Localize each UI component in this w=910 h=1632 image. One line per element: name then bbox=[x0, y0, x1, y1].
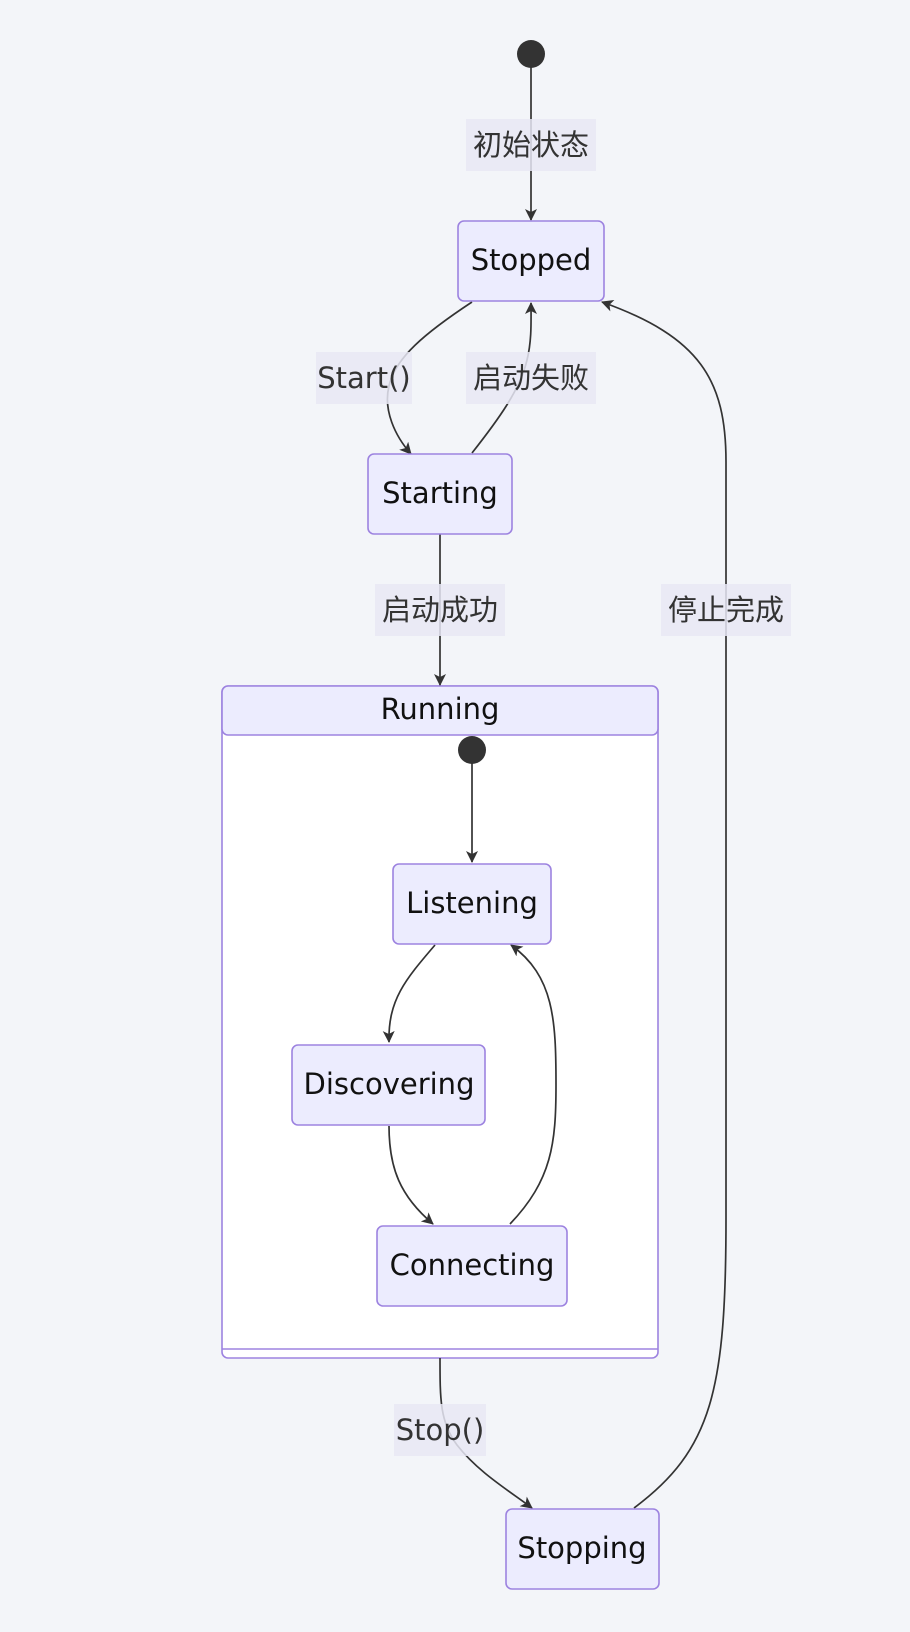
state-connecting-box bbox=[376, 1225, 568, 1307]
initial-state-dot bbox=[517, 40, 545, 68]
edge-stopping-to-stopped bbox=[601, 300, 727, 1509]
state-discovering-label: Discovering bbox=[304, 1067, 475, 1101]
state-listening-label: Listening bbox=[406, 886, 538, 920]
label-stop-completed: 停止完成 bbox=[661, 584, 791, 636]
state-stopping-label: Stopping bbox=[517, 1531, 646, 1565]
transition-stop-completed-label: 停止完成 bbox=[668, 593, 784, 627]
state-stopped-box bbox=[457, 220, 605, 302]
transition-start-failed-label: 启动失败 bbox=[473, 361, 589, 395]
state-starting-label: Starting bbox=[382, 476, 498, 510]
transition-start-succeeded-label: 启动成功 bbox=[382, 593, 498, 627]
state-connecting-label: Connecting bbox=[390, 1248, 555, 1282]
state-discovering: Discovering bbox=[291, 1044, 486, 1126]
state-stopping-box bbox=[505, 1508, 660, 1590]
transition-stop-label: Stop() bbox=[396, 1413, 485, 1447]
edge-discovering-to-connecting bbox=[388, 1125, 434, 1225]
transition-start-label: Start() bbox=[317, 361, 410, 395]
label-start-failed: 启动失败 bbox=[466, 352, 596, 404]
running-title: Running bbox=[381, 692, 500, 726]
edge-connecting-to-listening bbox=[509, 944, 557, 1225]
running-initial-state-dot bbox=[458, 736, 486, 764]
label-start: Start() bbox=[316, 352, 412, 404]
state-stopped: Stopped bbox=[457, 220, 605, 302]
state-starting-box bbox=[367, 453, 513, 535]
label-start-succeeded: 启动成功 bbox=[375, 584, 505, 636]
state-connecting: Connecting bbox=[376, 1225, 568, 1307]
state-stopped-label: Stopped bbox=[471, 243, 592, 277]
label-initial: 初始状态 bbox=[466, 119, 596, 171]
state-listening-box bbox=[392, 863, 552, 945]
label-stop: Stop() bbox=[394, 1404, 486, 1456]
state-starting: Starting bbox=[367, 453, 513, 535]
running-header bbox=[221, 685, 659, 736]
transition-initial-label: 初始状态 bbox=[473, 128, 589, 162]
state-stopping: Stopping bbox=[505, 1508, 660, 1590]
state-discovering-box bbox=[291, 1044, 486, 1126]
state-listening: Listening bbox=[392, 863, 552, 945]
running-composite-state: Running bbox=[221, 685, 659, 1359]
edge-listening-to-discovering bbox=[382, 944, 436, 1043]
